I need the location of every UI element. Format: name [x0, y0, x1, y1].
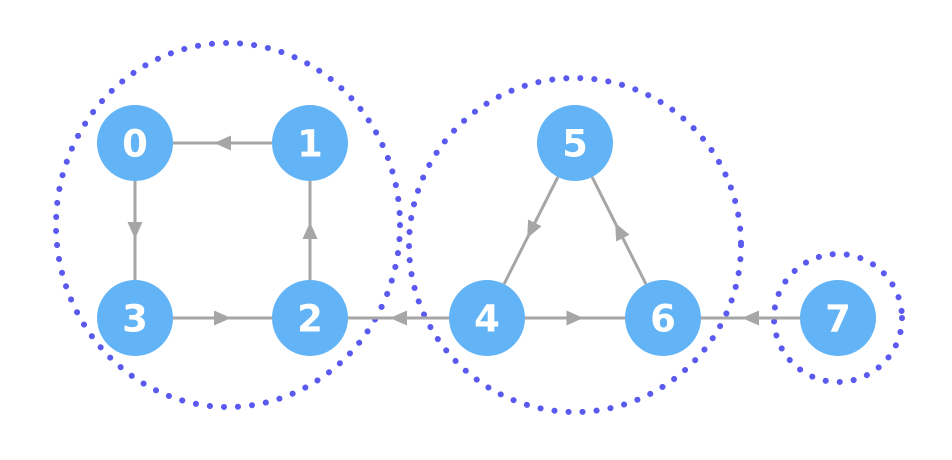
graph-node-2 — [272, 280, 348, 356]
graph-node-label-5: 5 — [562, 122, 588, 165]
scc-group-0-1-2-3-ellipse — [53, 40, 403, 410]
graph-node-7 — [800, 280, 876, 356]
arrowhead-icon-5-to-4 — [527, 219, 542, 239]
graph-node-label-0: 0 — [122, 122, 148, 165]
arrowhead-icon-1-to-0 — [214, 135, 231, 151]
arrowhead-icon-2-to-1 — [302, 222, 318, 239]
arrowhead-icon-4-to-6 — [566, 310, 584, 326]
arrowhead-icon-6-to-5 — [615, 222, 630, 242]
graph-node-label-3: 3 — [122, 297, 148, 340]
graph-node-4 — [449, 280, 525, 356]
graph-node-6 — [625, 280, 701, 356]
scc-group-4-5-6-ellipse — [406, 75, 744, 415]
graph-node-label-2: 2 — [297, 297, 323, 340]
arrowhead-icon-7-to-6 — [742, 310, 759, 326]
graph-node-label-6: 6 — [650, 297, 676, 340]
graph-node-label-4: 4 — [474, 297, 500, 340]
graph-node-1 — [272, 105, 348, 181]
arrowhead-icon-0-to-3 — [127, 222, 143, 239]
graph-node-3 — [97, 280, 173, 356]
graph-node-0 — [97, 105, 173, 181]
arrowhead-icon-3-to-2 — [214, 310, 231, 326]
graph-node-5 — [537, 105, 613, 181]
graph-node-label-7: 7 — [825, 297, 851, 340]
graph-node-label-1: 1 — [297, 122, 323, 165]
scc-group-7-ellipse — [771, 251, 905, 385]
arrowhead-icon-4-to-2 — [390, 310, 407, 326]
